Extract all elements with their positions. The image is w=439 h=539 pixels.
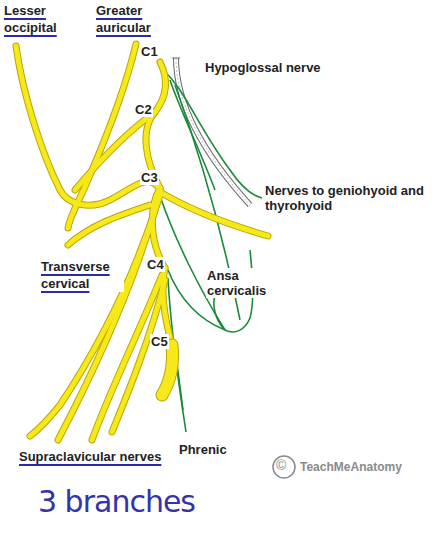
root-label: C4 bbox=[146, 257, 165, 272]
nerve-name: Supraclavicular nerves bbox=[18, 448, 170, 465]
nerve-name: Nerves to geniohyoid and thyrohyoid bbox=[264, 183, 436, 213]
nerve-name: Greater auricular bbox=[96, 2, 168, 36]
nerve-name: Phrenic bbox=[178, 442, 228, 457]
watermark-symbol: © bbox=[276, 457, 286, 473]
handwritten-note: 3 branches bbox=[38, 484, 238, 519]
nerve-name: Transverse cervical bbox=[40, 258, 124, 292]
nerve-name: Ansa cervicalis bbox=[206, 268, 274, 298]
nerve-name: Lesser occipital bbox=[4, 2, 74, 36]
root-label: C1 bbox=[140, 44, 159, 59]
watermark: TeachMeAnatomy bbox=[300, 460, 402, 474]
root-label: C2 bbox=[134, 102, 153, 117]
root-label: C5 bbox=[150, 334, 169, 349]
nerve-name: Hypoglossal nerve bbox=[204, 60, 356, 75]
root-label: C3 bbox=[140, 170, 159, 185]
